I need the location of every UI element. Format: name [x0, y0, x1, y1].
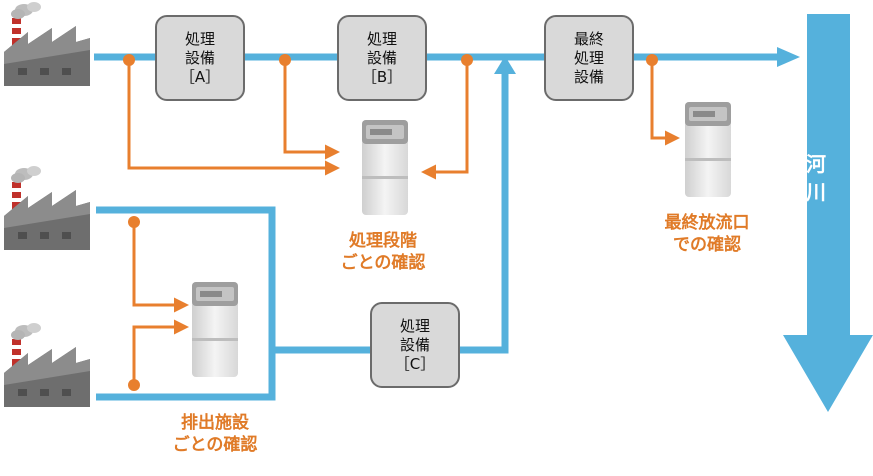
facility-check-label: 排出施設 ごとの確認: [150, 412, 280, 456]
box-a-line-3: ［A］: [179, 67, 221, 86]
flow-c-to-main: [460, 72, 509, 354]
box-final-line-1: 最終: [573, 29, 604, 48]
facility-loop-line: [96, 206, 276, 401]
main-flow-arrowhead: [777, 47, 800, 67]
river-label-char-2: 川: [806, 180, 826, 204]
stage-check-label: 処理段階 ごとの確認: [318, 230, 448, 274]
treatment-box-b: 処理 設備 ［B］: [337, 15, 427, 101]
river-arrow: [783, 14, 873, 412]
box-c-line-2: 設備: [399, 335, 430, 354]
final-treatment-box: 最終 処理 設備: [544, 15, 634, 101]
box-final-line-3: 設備: [573, 67, 604, 86]
facility-check-line-2: ごとの確認: [172, 435, 258, 455]
check-points: [123, 54, 658, 391]
treatment-box-a: 処理 設備 ［A］: [155, 15, 245, 101]
check-line-facility-1: [132, 222, 189, 313]
factory-icon: [4, 323, 90, 407]
final-check-line-1: 最終放流口: [664, 213, 750, 233]
sampler-icon: [362, 120, 408, 215]
facility-check-line-1: 排出施設: [181, 413, 249, 433]
box-a-line-1: 処理: [184, 29, 215, 48]
box-b-line-2: 設備: [366, 48, 397, 67]
box-final-line-2: 処理: [573, 48, 604, 67]
box-b-line-3: ［B］: [361, 67, 403, 86]
river-label-char-1: 河: [806, 152, 826, 176]
final-check-line-2: での確認: [673, 235, 741, 255]
check-lines: [127, 60, 680, 385]
stage-check-line-1: 処理段階: [349, 231, 417, 251]
box-a-line-2: 設備: [184, 48, 215, 67]
c-flow-arrowhead: [494, 56, 516, 74]
factory-icon: [4, 166, 90, 250]
check-line-plant: [127, 60, 340, 176]
river-label: 河 川: [797, 150, 835, 206]
factory-icon: [4, 2, 90, 86]
treatment-box-c: 処理 設備 ［C］: [370, 302, 460, 388]
box-c-line-1: 処理: [399, 316, 430, 335]
check-line-a: [283, 60, 340, 160]
stage-check-line-2: ごとの確認: [340, 253, 426, 273]
final-check-label: 最終放流口 での確認: [637, 212, 777, 256]
box-b-line-1: 処理: [366, 29, 397, 48]
sampler-icon: [192, 282, 238, 377]
sampler-icon: [685, 102, 731, 197]
check-line-b: [421, 60, 469, 180]
check-line-final: [650, 60, 680, 146]
check-line-facility-2: [132, 319, 189, 385]
box-c-line-3: ［C］: [394, 354, 436, 373]
